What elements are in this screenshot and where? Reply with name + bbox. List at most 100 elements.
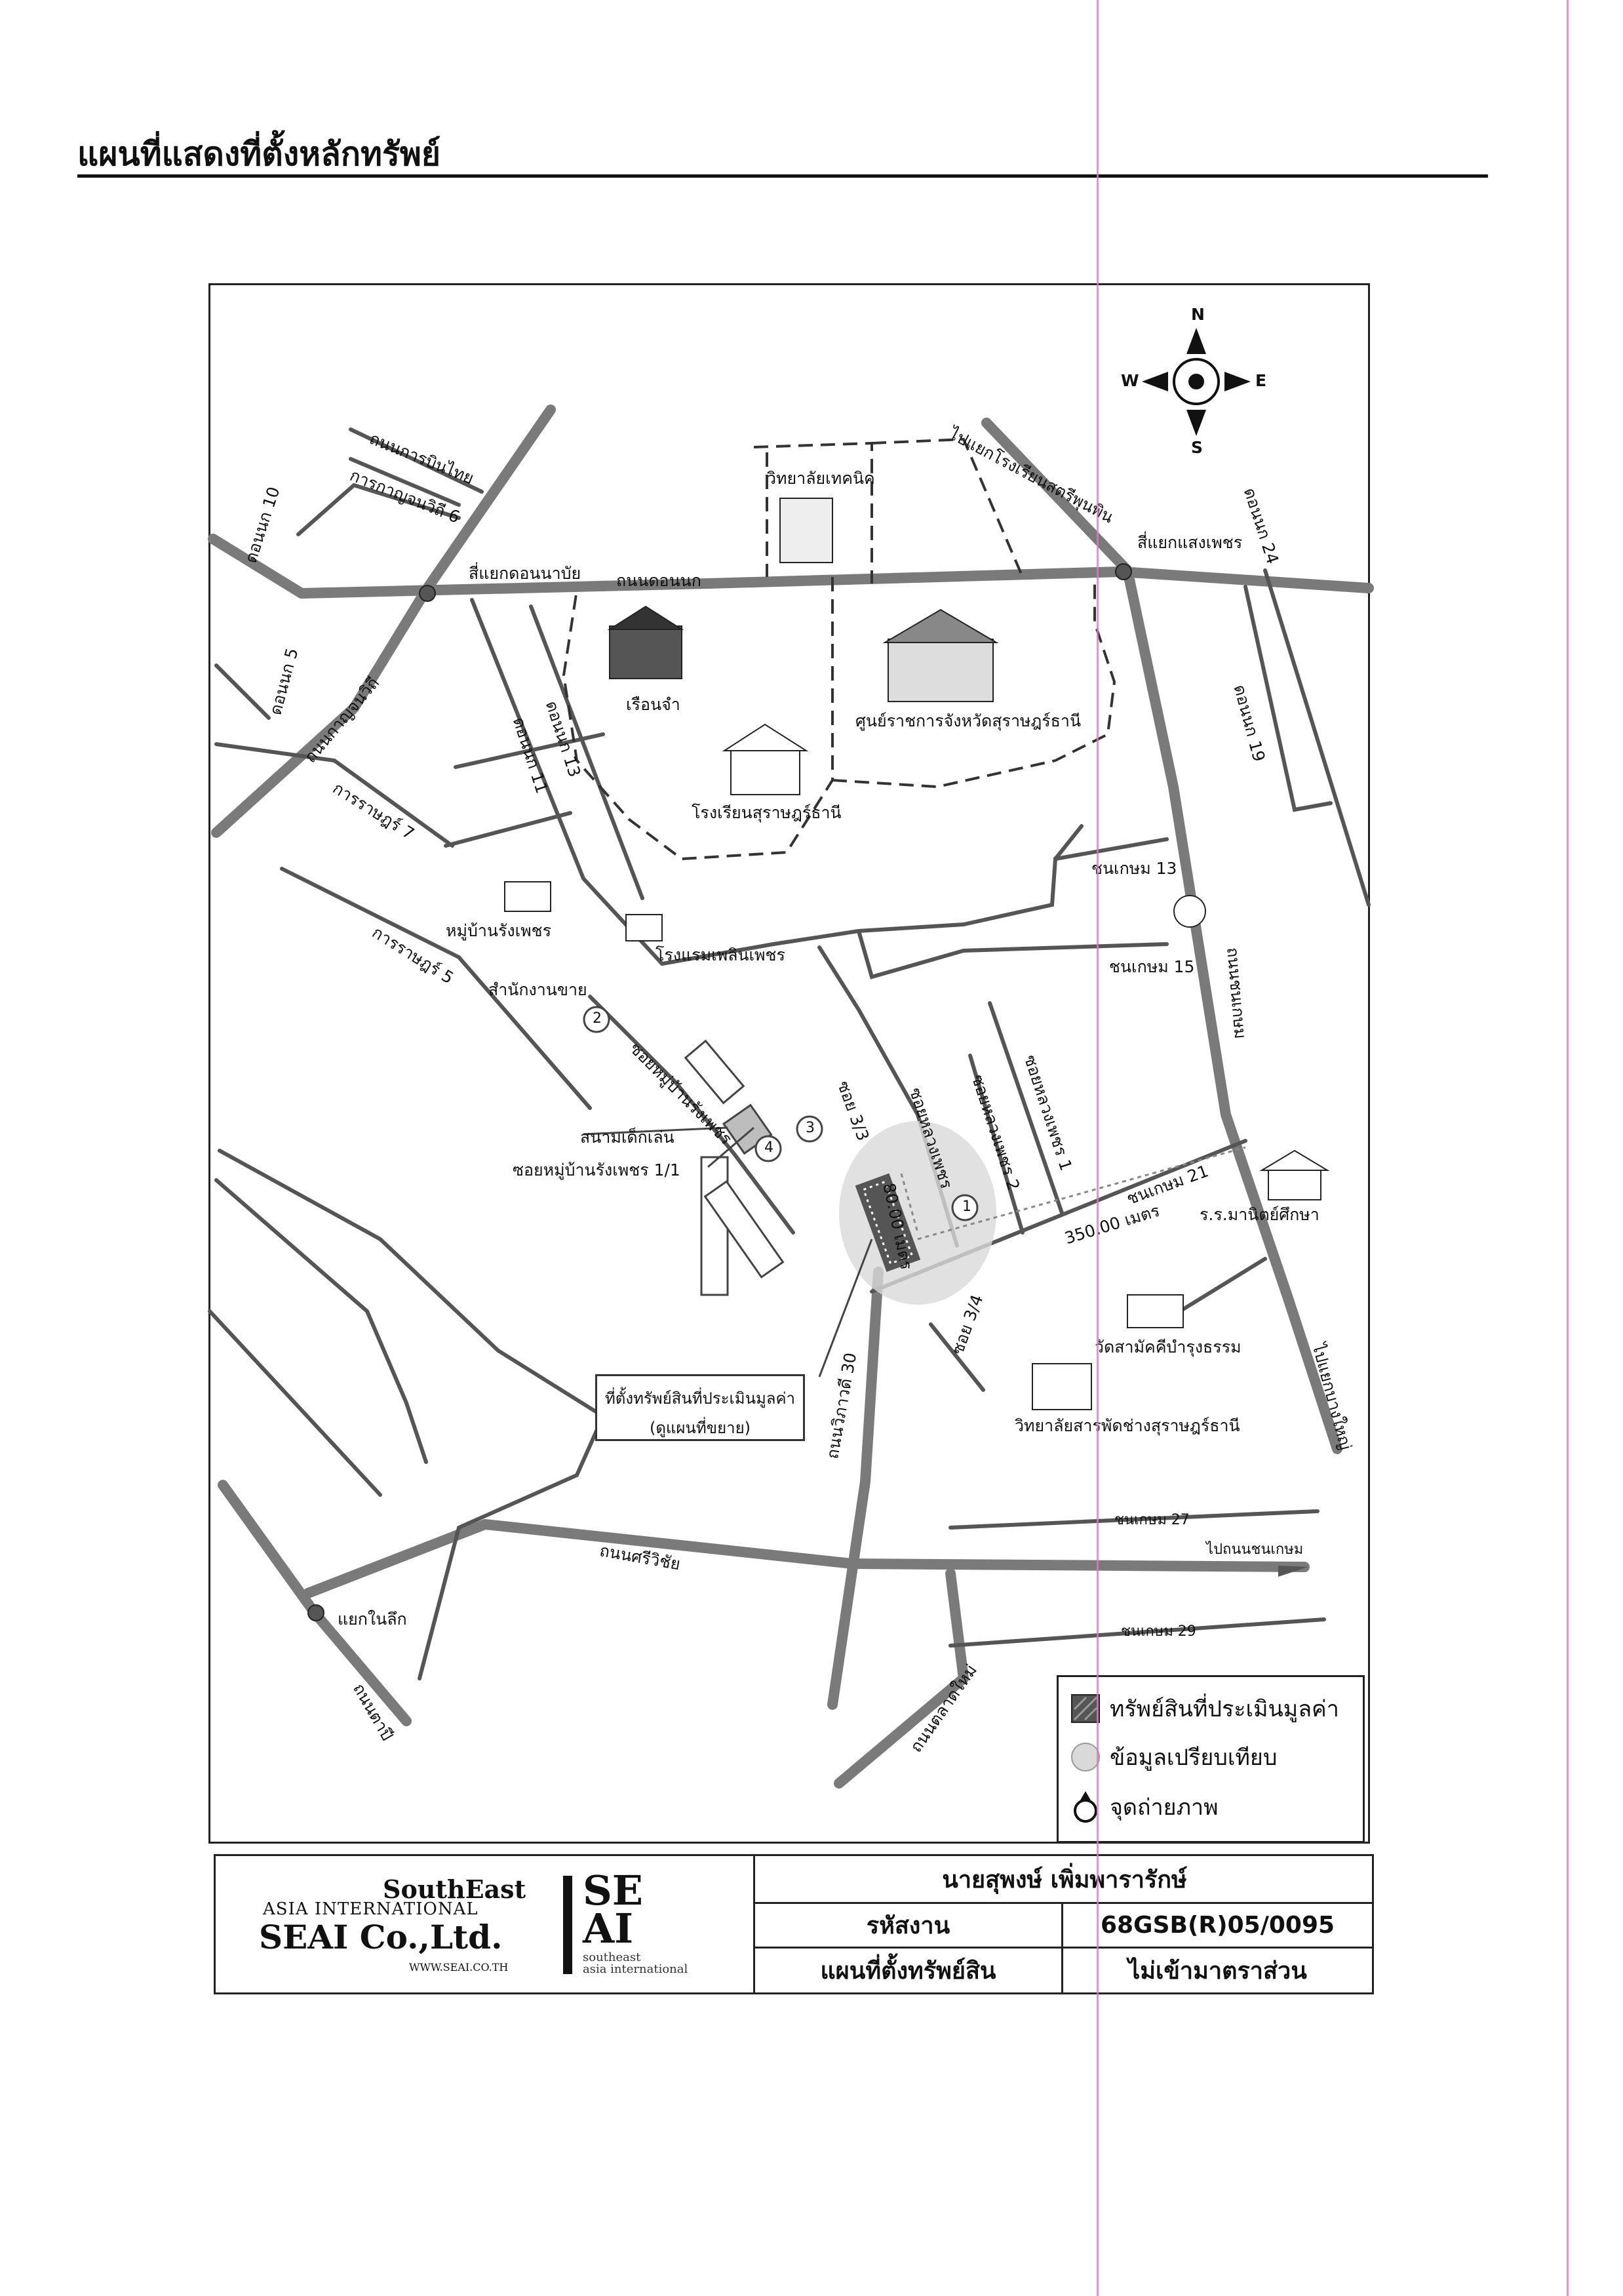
gov-zone-boundary — [562, 437, 1116, 861]
road-label: ชนเกษม 13 — [1091, 859, 1177, 878]
page-title: แผนที่แสดงที่ตั้งหลักทรัพย์ — [77, 135, 441, 173]
company-name-line1: SouthEast — [383, 1874, 526, 1904]
subject-property — [855, 1173, 921, 1273]
place-label: ร.ร.มานิตย์ศึกษา — [1200, 1205, 1320, 1224]
road-kanrat5 — [280, 867, 592, 1110]
node-nailok-icon — [307, 1604, 324, 1621]
marker-1: 1 — [962, 1198, 971, 1215]
road-kanchanawit — [211, 405, 556, 838]
road-talatmai — [834, 1568, 969, 1789]
road-chonkasem — [981, 418, 1342, 1454]
temple-icon — [1127, 1294, 1184, 1328]
callout-subtitle: (ดูแผนที่ขยาย) — [649, 1419, 751, 1437]
logo-tagline-1: southeast — [583, 1950, 641, 1964]
road-label: ชนเกษม 27 — [1114, 1512, 1190, 1528]
distance-line-80 — [900, 1173, 919, 1233]
place-label: หมู่บ้านรังเพชร — [446, 921, 552, 940]
tech-college-icon — [779, 498, 833, 563]
road-to-nai-lok — [218, 1480, 412, 1726]
job-code-label: รหัสงาน — [866, 1912, 950, 1939]
callout-title: ที่ตั้งทรัพย์สินที่ประเมินมูลค่า — [604, 1389, 796, 1408]
title-divider — [77, 174, 1488, 178]
road-soi3-4 — [929, 1322, 985, 1392]
school-icon — [730, 747, 800, 795]
road-soi30 — [827, 1267, 884, 1710]
road-label: ชนเกษม 29 — [1121, 1623, 1196, 1640]
legend-item: ข้อมูลเปรียบเทียบ — [1070, 1740, 1277, 1774]
poi-icon — [1173, 895, 1206, 928]
grey-circle-icon — [1071, 1743, 1100, 1771]
place-label: สี่แยกแสงเพชร — [1137, 533, 1243, 552]
village-icon — [504, 881, 551, 912]
owner-name: นายสุพงษ์ เพิ่มพารารักษ์ — [942, 1866, 1187, 1893]
place-label: วิทยาลัยสารพัดช่างสุราษฎร์ธานี — [1015, 1416, 1240, 1435]
map-type-label: แผนที่ตั้งทรัพย์สิน — [820, 1958, 996, 1985]
place-label: สำนักงานขาย — [488, 980, 587, 999]
place-label: ศูนย์ราชการจังหวัดสุราษฎร์ธานี — [855, 711, 1082, 730]
photo-point-icon — [1074, 1791, 1097, 1823]
place-label: วิทยาลัยเทคนิค — [767, 469, 875, 488]
photo-markers — [583, 1006, 979, 1221]
legend-item: ทรัพย์สินที่ประเมินมูลค่า — [1070, 1692, 1339, 1726]
prison-icon — [609, 625, 682, 679]
road-east-small — [1053, 824, 1084, 861]
legend-label: จุดถ่ายภาพ — [1110, 1794, 1219, 1821]
arrow-to-chonkasem — [1278, 1566, 1308, 1577]
place-label: เรือนจำ — [626, 695, 680, 714]
logo-mark-se: SE — [583, 1867, 644, 1914]
gov-center-icon — [888, 639, 994, 702]
road-soi-mooban — [588, 995, 795, 1235]
scan-artifact-line — [1567, 0, 1569, 2296]
place-label: แยกในลึก — [338, 1610, 407, 1629]
intersection1-icon — [419, 585, 436, 602]
road-donnok — [208, 534, 1374, 599]
road-label: ซอยหมู่บ้านรังเพชร 1/1 — [513, 1160, 680, 1179]
scale-note: ไม่เข้ามาตราส่วน — [1128, 1958, 1307, 1985]
place-label: สี่แยกดอนนาบัย — [469, 564, 581, 583]
road-side2 — [214, 663, 271, 720]
divider — [753, 1856, 755, 1992]
marker-2: 2 — [593, 1010, 602, 1027]
logo-tagline: southeast asia international — [583, 1952, 688, 1975]
place-label: โรงแรมเพลินเพชร — [655, 945, 785, 964]
road-chonkasem29 — [948, 1617, 1326, 1648]
map-legend: ทรัพย์สินที่ประเมินมูลค่า ข้อมูลเปรียบเท… — [1057, 1675, 1365, 1843]
intersection2-icon — [1115, 563, 1132, 580]
hotel-icon — [625, 914, 663, 941]
road-side3 — [214, 742, 454, 848]
compass-e: E — [1255, 371, 1267, 390]
road-label: ถนนดอนนก — [616, 571, 701, 590]
scan-artifact-line — [1097, 0, 1099, 2296]
company-website: WWW.SEAI.CO.TH — [409, 1961, 509, 1973]
compass-icon — [1142, 328, 1251, 436]
road-central — [660, 922, 966, 966]
road-chonkasem13 — [962, 837, 1169, 926]
logo-mark-ai: AI — [583, 1905, 634, 1952]
compass-s: S — [1191, 438, 1203, 457]
place-label: วัดสามัคคีบำรุงธรรม — [1095, 1337, 1242, 1356]
legend-item: จุดถ่ายภาพ — [1070, 1790, 1219, 1824]
road-temple — [1178, 1257, 1267, 1313]
vocational-icon — [1032, 1363, 1092, 1410]
road-lower-west — [208, 1309, 382, 1497]
legend-label: ข้อมูลเปรียบเทียบ — [1110, 1745, 1278, 1771]
divider — [1061, 1902, 1063, 1992]
marker-4: 4 — [764, 1139, 773, 1156]
property-callout: ที่ตั้งทรัพย์สินที่ประเมินมูลค่า (ดูแผนท… — [595, 1374, 805, 1441]
road-airline — [349, 427, 484, 494]
compass-w: W — [1121, 371, 1139, 390]
hatched-square-icon — [1071, 1694, 1100, 1723]
compass-n: N — [1191, 305, 1205, 324]
distance-line-350 — [917, 1146, 1246, 1240]
hatched-building-blocks — [684, 1039, 785, 1296]
logo-tagline-2: asia international — [583, 1962, 688, 1976]
company-name-line3: SEAI Co.,Ltd. — [259, 1918, 503, 1956]
road-donnok24 — [1263, 568, 1371, 907]
marker-3: 3 — [806, 1120, 815, 1136]
road-label: ชนเกษม 15 — [1109, 957, 1195, 976]
road-chonkasem27 — [948, 1509, 1320, 1530]
title-block: SouthEast ASIA INTERNATIONAL SEAI Co.,Lt… — [214, 1854, 1374, 1994]
logo-bar — [563, 1876, 572, 1974]
road-chonkasem15 — [857, 929, 1169, 980]
job-code-value: 68GSB(R)05/0095 — [1100, 1912, 1335, 1939]
